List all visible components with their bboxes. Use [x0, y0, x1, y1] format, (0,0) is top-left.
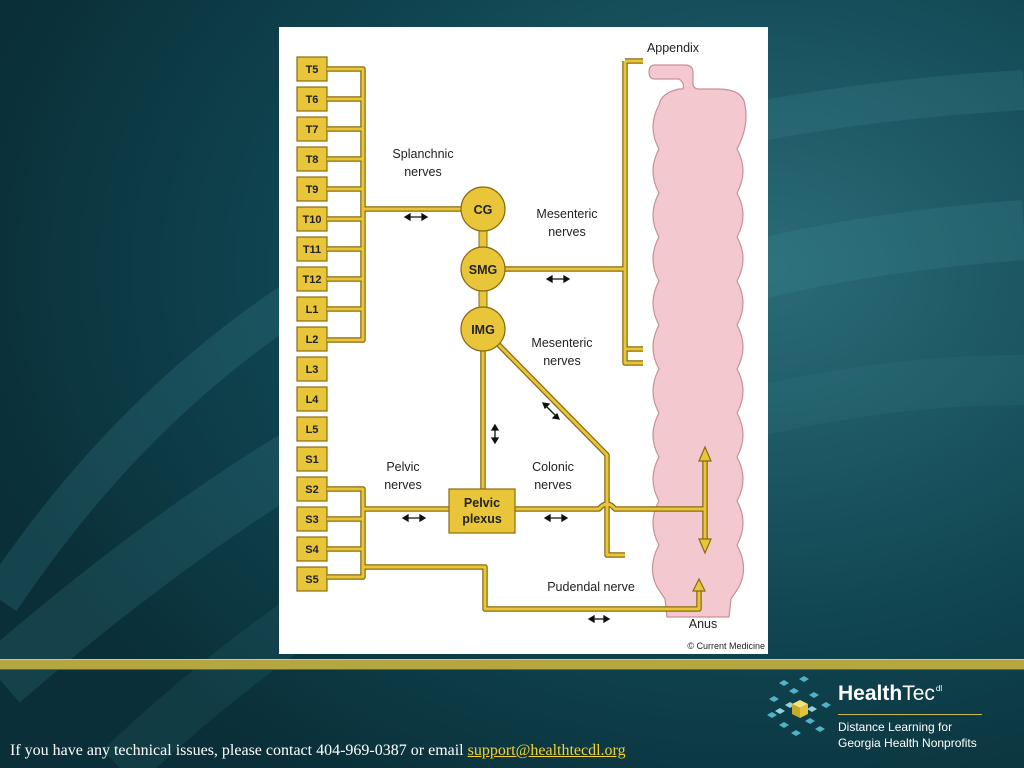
segment-label: L3: [306, 364, 319, 376]
segment-box: [296, 326, 328, 352]
segment-label: S5: [305, 574, 318, 586]
support-footer: If you have any technical issues, please…: [10, 742, 800, 760]
ganglia: CG SMG IMG: [460, 186, 506, 352]
cg-ganglion: [460, 186, 506, 232]
img-ganglion: [460, 306, 506, 352]
logo-name-light: Tec: [902, 682, 935, 705]
segment-label: L5: [306, 424, 319, 436]
colonic-label-2: nerves: [534, 478, 572, 492]
mesenteric-b-label-2: nerves: [543, 354, 581, 368]
segment-box: [296, 146, 328, 172]
segment-label: T5: [306, 64, 319, 76]
logo-tagline-1: Distance Learning for: [838, 720, 953, 734]
splanchnic-label-2: nerves: [404, 165, 442, 179]
img-label: IMG: [471, 323, 495, 337]
segment-label: S2: [305, 484, 318, 496]
cg-label: CG: [474, 203, 493, 217]
mesenteric-a-label-2: nerves: [548, 225, 586, 239]
segment-box: [296, 266, 328, 292]
smg-ganglion: [460, 246, 506, 292]
segment-label: L2: [306, 334, 319, 346]
splanchnic-label-1: Splanchnic: [392, 147, 453, 161]
segment-label: T8: [306, 154, 319, 166]
pelvic-label-1: Pelvic: [386, 460, 419, 474]
footer-divider: [0, 660, 1024, 669]
double-arrows: [401, 212, 611, 624]
segment-label: T7: [306, 124, 319, 136]
segment-label: S1: [305, 454, 318, 466]
logo-wordmark: HealthTecdl: [838, 682, 942, 706]
segment-label: T10: [303, 214, 322, 226]
support-email-link[interactable]: support@healthtecdl.org: [467, 742, 626, 759]
support-text: If you have any technical issues, please…: [10, 742, 468, 759]
colon-shape: [648, 64, 747, 618]
anus-label: Anus: [689, 617, 718, 631]
segment-label: T6: [306, 94, 319, 106]
mesenteric-b-label-1: Mesenteric: [531, 336, 592, 350]
logo-name-bold: Health: [838, 682, 903, 705]
mesenteric-a-label-1: Mesenteric: [536, 207, 597, 221]
healthtec-logo: HealthTecdl Distance Learning for Georgi…: [764, 672, 1020, 762]
logo-tagline-2: Georgia Health Nonprofits: [838, 736, 977, 750]
segment-label: S4: [305, 544, 319, 556]
segment-box: [296, 176, 328, 202]
segment-box: [296, 206, 328, 232]
colonic-label-1: Colonic: [532, 460, 574, 474]
segment-box: [296, 56, 328, 82]
appendix-label: Appendix: [647, 41, 700, 55]
segment-box: [296, 356, 328, 382]
segment-label: L1: [306, 304, 319, 316]
segment-box: [296, 536, 328, 562]
segment-label: S3: [305, 514, 318, 526]
smg-label: SMG: [469, 263, 497, 277]
segment-box: [296, 386, 328, 412]
pelvic-plexus-box: [448, 488, 516, 534]
segment-label: L4: [306, 394, 320, 406]
segment-box: [296, 416, 328, 442]
segment-box: [296, 566, 328, 592]
pelvic-label-2: nerves: [384, 478, 422, 492]
logo-name-sup: dl: [935, 684, 943, 693]
plexus-label-1: Pelvic: [464, 496, 500, 510]
segment-label: T11: [303, 244, 321, 256]
credit-label: © Current Medicine: [687, 641, 765, 651]
segment-box: [296, 446, 328, 472]
cube-cluster-icon: [767, 676, 831, 736]
plexus-label-2: plexus: [462, 512, 502, 526]
segment-label: T12: [303, 274, 322, 286]
segment-label: T9: [306, 184, 319, 196]
segment-box: [296, 296, 328, 322]
logo-rule: [838, 714, 982, 715]
pudendal-label: Pudendal nerve: [547, 580, 635, 594]
